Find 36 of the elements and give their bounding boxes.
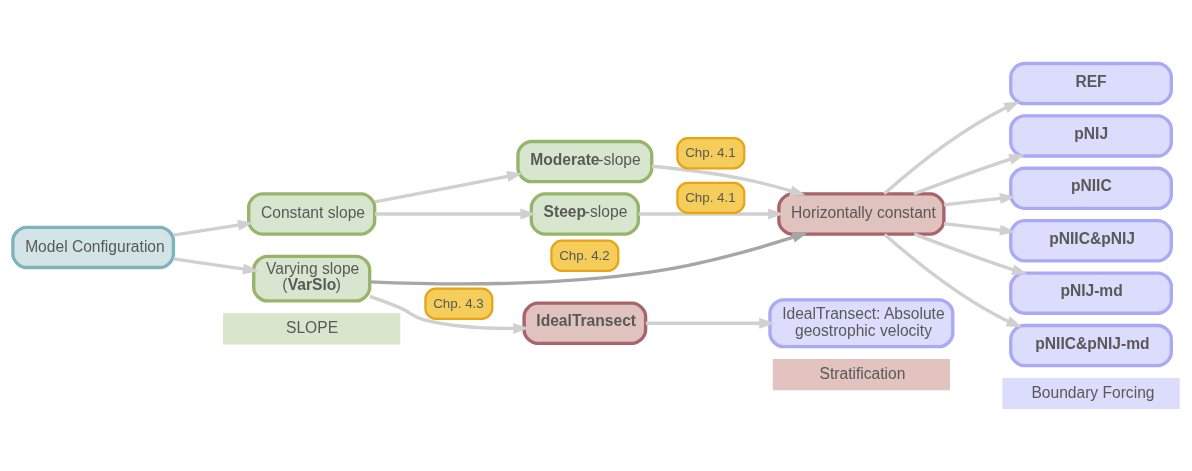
arrow [374, 208, 537, 219]
node-box: pNIIC&pNIJ-md [1009, 323, 1173, 367]
arrow [369, 231, 808, 285]
arrow [638, 208, 784, 219]
node-box: IdealTransect [522, 301, 648, 345]
node-box: REF [1009, 61, 1173, 105]
node-box: Varying slope (VarSlo) [252, 254, 372, 303]
node-box: Constant slope [247, 191, 377, 236]
arrow [369, 294, 529, 334]
node-box: Stratification [772, 358, 950, 390]
edge-label: Chp. 4.1 [685, 189, 736, 205]
arrow [943, 221, 1016, 236]
node-box: Boundary Forcing [1002, 377, 1180, 409]
node-box: Moderate-slope [516, 139, 654, 183]
node-box: IdealTransect: Absolute geostrophic velocity [768, 297, 955, 348]
node-box: pNIIC [1009, 166, 1173, 210]
arrow [883, 232, 1023, 327]
arrow [913, 232, 1028, 275]
arrow [173, 256, 259, 274]
arrow [645, 317, 775, 329]
edge-label: Chp. 4.2 [559, 247, 610, 263]
node-box: Steep-slope [529, 191, 641, 236]
arrow [913, 153, 1025, 195]
node-box: Model Configuration [11, 225, 176, 269]
node-box: pNIJ-md [1009, 270, 1173, 315]
arrow [943, 192, 1016, 206]
node-box: pNIJ [1009, 113, 1173, 158]
arrow [883, 101, 1020, 195]
arrow [651, 164, 806, 196]
node-box: SLOPE [223, 312, 401, 344]
edge-label: Chp. 4.1 [685, 144, 736, 160]
edge-label: Chp. 4.3 [433, 295, 484, 311]
arrow [173, 219, 254, 237]
node-box: Horizontally constant [777, 191, 946, 236]
arrow [374, 170, 523, 204]
node-box: pNIIC&pNIJ [1009, 218, 1173, 262]
